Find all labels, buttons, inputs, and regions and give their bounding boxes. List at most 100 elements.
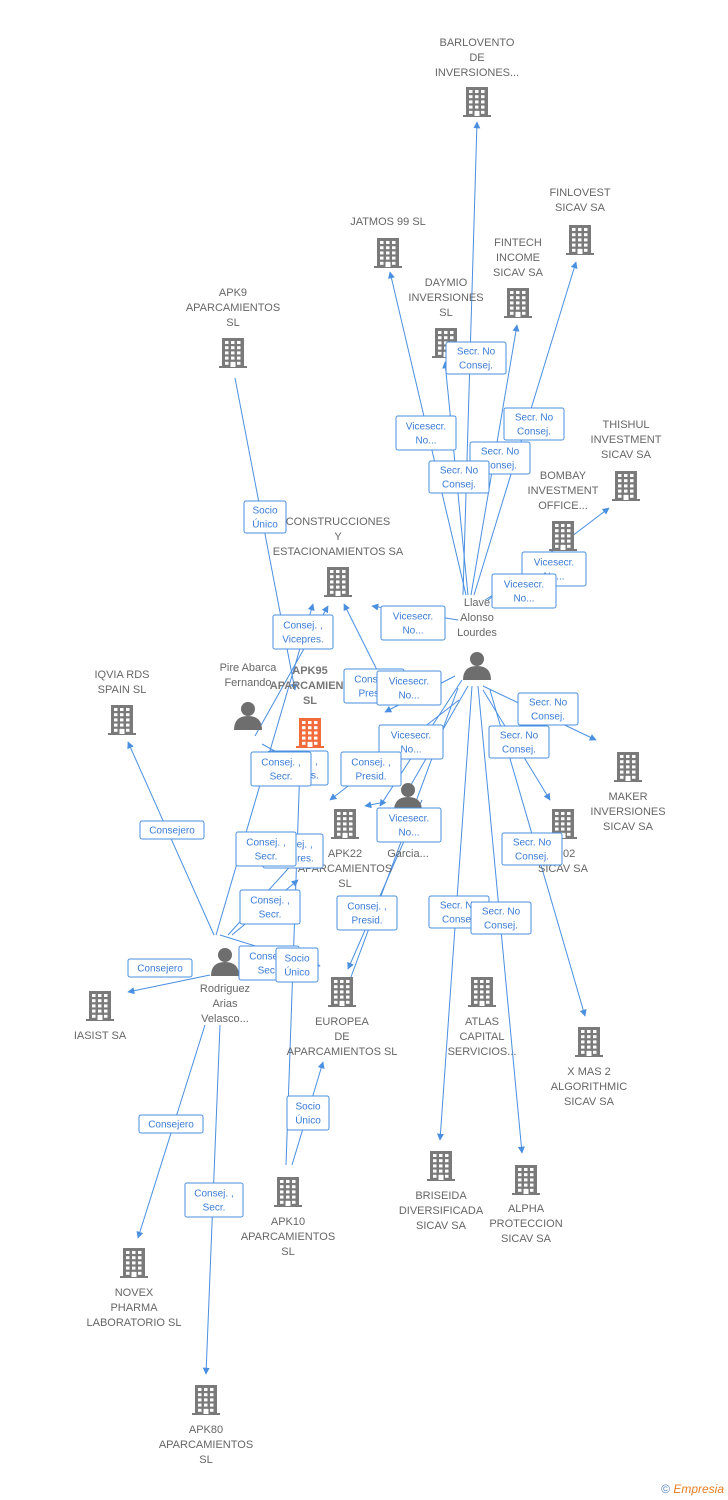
building-icon[interactable] [374, 238, 402, 268]
relation-label-box[interactable] [488, 725, 550, 759]
relation-label-box[interactable] [139, 820, 205, 840]
relation-label[interactable]: Consej. ,Secr. [250, 751, 312, 787]
building-icon[interactable] [192, 1385, 220, 1415]
relation-label-box[interactable] [286, 1095, 330, 1131]
building-icon[interactable] [549, 521, 577, 551]
building-icon[interactable] [328, 977, 356, 1007]
relation-label[interactable]: Vicesecr.No... [380, 605, 446, 641]
relation-label[interactable]: Consejero [139, 820, 205, 840]
building-icon[interactable] [274, 1177, 302, 1207]
relation-label-box[interactable] [470, 901, 532, 935]
relation-label-box[interactable] [491, 573, 557, 609]
building-icon[interactable] [219, 338, 247, 368]
relation-label-box[interactable] [501, 832, 563, 866]
relation-label[interactable]: Consej. ,Vicepres. [272, 614, 334, 650]
building-icon[interactable] [566, 225, 594, 255]
relation-label-box[interactable] [243, 500, 287, 534]
brand-logo[interactable]: Empresia [673, 1482, 724, 1496]
building-icon[interactable] [427, 1151, 455, 1181]
relation-label-box[interactable] [378, 724, 444, 760]
person-icon[interactable] [234, 702, 262, 730]
building-icon[interactable] [614, 752, 642, 782]
relation-label[interactable]: Consej. ,Secr. [235, 831, 297, 867]
relation-label-box[interactable] [517, 692, 579, 726]
building-icon[interactable] [120, 1248, 148, 1278]
relation-label-box[interactable] [127, 958, 193, 978]
relation-label[interactable]: Consej. ,Presid. [336, 895, 398, 931]
relation-label-box[interactable] [250, 751, 312, 787]
person-icon[interactable] [211, 948, 239, 976]
relation-label-box[interactable] [380, 605, 446, 641]
relation-label[interactable]: Vicesecr.No... [378, 724, 444, 760]
relation-label-box[interactable] [395, 415, 457, 451]
relation-label[interactable]: Vicesecr.No... [376, 807, 442, 843]
building-icon[interactable] [468, 977, 496, 1007]
relation-label-box[interactable] [239, 889, 301, 925]
building-icon[interactable] [512, 1165, 540, 1195]
building-icon[interactable] [463, 87, 491, 117]
relation-label[interactable]: Consejero [127, 958, 193, 978]
relation-label-box[interactable] [503, 407, 565, 441]
relation-label[interactable]: Consej. ,Presid. [340, 751, 402, 787]
node-jatmos[interactable]: JATMOS 99 SL [350, 216, 426, 268]
relation-label-box[interactable] [336, 895, 398, 931]
node-barlovento[interactable]: BARLOVENTODEINVERSIONES... [435, 37, 519, 117]
relation-label[interactable]: Vicesecr.No... [395, 415, 457, 451]
relation-label[interactable]: Consej. ,Secr. [239, 889, 301, 925]
relation-label-box[interactable] [272, 614, 334, 650]
relation-label-box[interactable] [376, 807, 442, 843]
building-icon[interactable] [108, 705, 136, 735]
building-icon[interactable] [331, 809, 359, 839]
building-icon[interactable] [86, 991, 114, 1021]
building-icon[interactable] [324, 567, 352, 597]
relation-label-box[interactable] [428, 460, 490, 494]
focus-company-icon[interactable] [296, 718, 324, 748]
relation-label[interactable]: Vicesecr.No... [491, 573, 557, 609]
relation-label[interactable]: Consej. ,Secr. [184, 1182, 244, 1218]
node-rodriguez[interactable]: RodriguezAriasVelasco... [200, 948, 250, 1025]
building-icon[interactable] [612, 471, 640, 501]
relation-label[interactable]: Consejero [138, 1114, 204, 1134]
node-iasist[interactable]: IASIST SA [74, 991, 127, 1042]
relation-label-box[interactable] [376, 670, 442, 706]
person-icon[interactable] [463, 652, 491, 680]
relation-label-box[interactable] [275, 947, 319, 983]
relation-label[interactable]: Vicesecr.No... [376, 670, 442, 706]
relation-label-box[interactable] [138, 1114, 204, 1134]
building-icon[interactable] [549, 809, 577, 839]
building-icon[interactable] [504, 288, 532, 318]
building-icon[interactable] [575, 1027, 603, 1057]
node-bombay[interactable]: BOMBAYINVESTMENTOFFICE... [528, 470, 599, 551]
node-atlas[interactable]: ATLASCAPITALSERVICIOS... [448, 977, 517, 1058]
relation-label-box[interactable] [184, 1182, 244, 1218]
relation-label-box[interactable] [235, 831, 297, 867]
relation-label-box[interactable] [445, 341, 507, 375]
